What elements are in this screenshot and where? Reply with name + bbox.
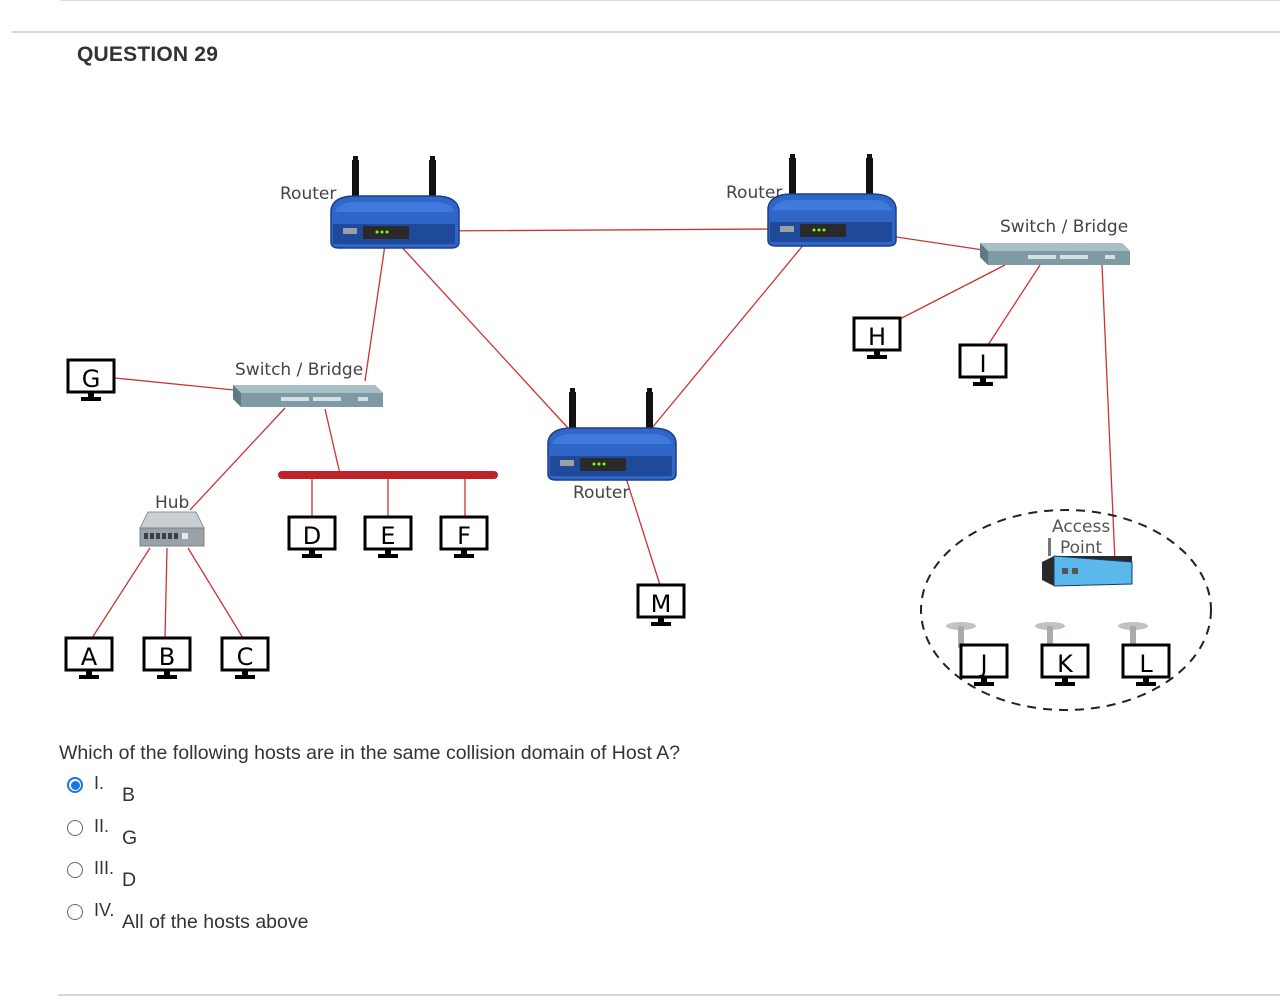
router-right — [767, 153, 897, 247]
option-2-text: G — [122, 827, 138, 849]
question-divider — [12, 31, 1280, 33]
option-1-radio[interactable] — [67, 777, 83, 793]
host-m: M — [636, 583, 686, 628]
svg-text:E: E — [380, 522, 395, 550]
router-right-label: Router — [726, 183, 782, 203]
access-point-label-line1: Access — [1052, 517, 1110, 537]
host-b: B — [142, 636, 192, 681]
access-point-label-line2: Point — [1060, 538, 1103, 558]
wireless-cell — [920, 509, 1212, 711]
router-left-label: Router — [280, 184, 336, 204]
host-a: A — [64, 636, 114, 681]
option-4-radio[interactable] — [67, 904, 83, 920]
option-4-number: IV. — [94, 900, 115, 920]
top-divider — [60, 0, 1280, 1]
option-4-text: All of the hosts above — [122, 911, 309, 933]
option-3-radio[interactable] — [67, 862, 83, 878]
router-center — [547, 387, 677, 481]
option-2-number: II. — [94, 816, 110, 836]
svg-text:H: H — [868, 323, 886, 351]
svg-text:D: D — [303, 522, 321, 550]
switch-right-label: Switch / Bridge — [1000, 217, 1128, 237]
host-g: G — [66, 358, 116, 403]
svg-text:A: A — [81, 643, 98, 671]
host-e: E — [363, 515, 413, 560]
question-title: QUESTION 29 — [77, 43, 219, 66]
svg-text:K: K — [1057, 650, 1074, 678]
switch-right — [980, 243, 1130, 265]
svg-text:G: G — [82, 365, 101, 393]
svg-text:M: M — [651, 590, 672, 618]
question-text: Which of the following hosts are in the … — [59, 742, 681, 764]
ethernet-bus — [278, 471, 498, 517]
host-k: K — [1040, 643, 1090, 688]
host-i: I — [958, 343, 1008, 388]
host-h: H — [852, 316, 902, 361]
wireless-adapters — [946, 622, 1148, 648]
network-diagram: Router Router Router Switch / Bridge Swi… — [64, 153, 1212, 711]
router-center-label: Router — [573, 483, 629, 503]
svg-text:L: L — [1139, 650, 1153, 678]
network-links — [91, 228, 1116, 639]
option-2-radio[interactable] — [67, 820, 83, 836]
switch-left — [233, 385, 383, 407]
host-d: D — [287, 515, 337, 560]
svg-text:F: F — [457, 522, 471, 550]
switch-left-label: Switch / Bridge — [235, 360, 363, 380]
host-l: L — [1121, 643, 1171, 688]
bottom-divider — [58, 994, 1280, 996]
option-3-number: III. — [94, 858, 115, 878]
svg-text:J: J — [978, 650, 987, 678]
hub — [139, 511, 205, 547]
svg-text:I: I — [979, 350, 986, 378]
host-c: C — [220, 636, 270, 681]
svg-text:B: B — [159, 643, 175, 671]
svg-text:C: C — [237, 643, 254, 671]
option-1-text: B — [122, 784, 136, 806]
router-left — [330, 155, 460, 249]
host-j: J — [959, 643, 1009, 688]
option-1-number: I. — [94, 773, 105, 793]
hub-label: Hub — [155, 493, 189, 513]
access-point — [1042, 538, 1133, 587]
option-3-text: D — [122, 869, 137, 891]
host-f: F — [439, 515, 489, 560]
